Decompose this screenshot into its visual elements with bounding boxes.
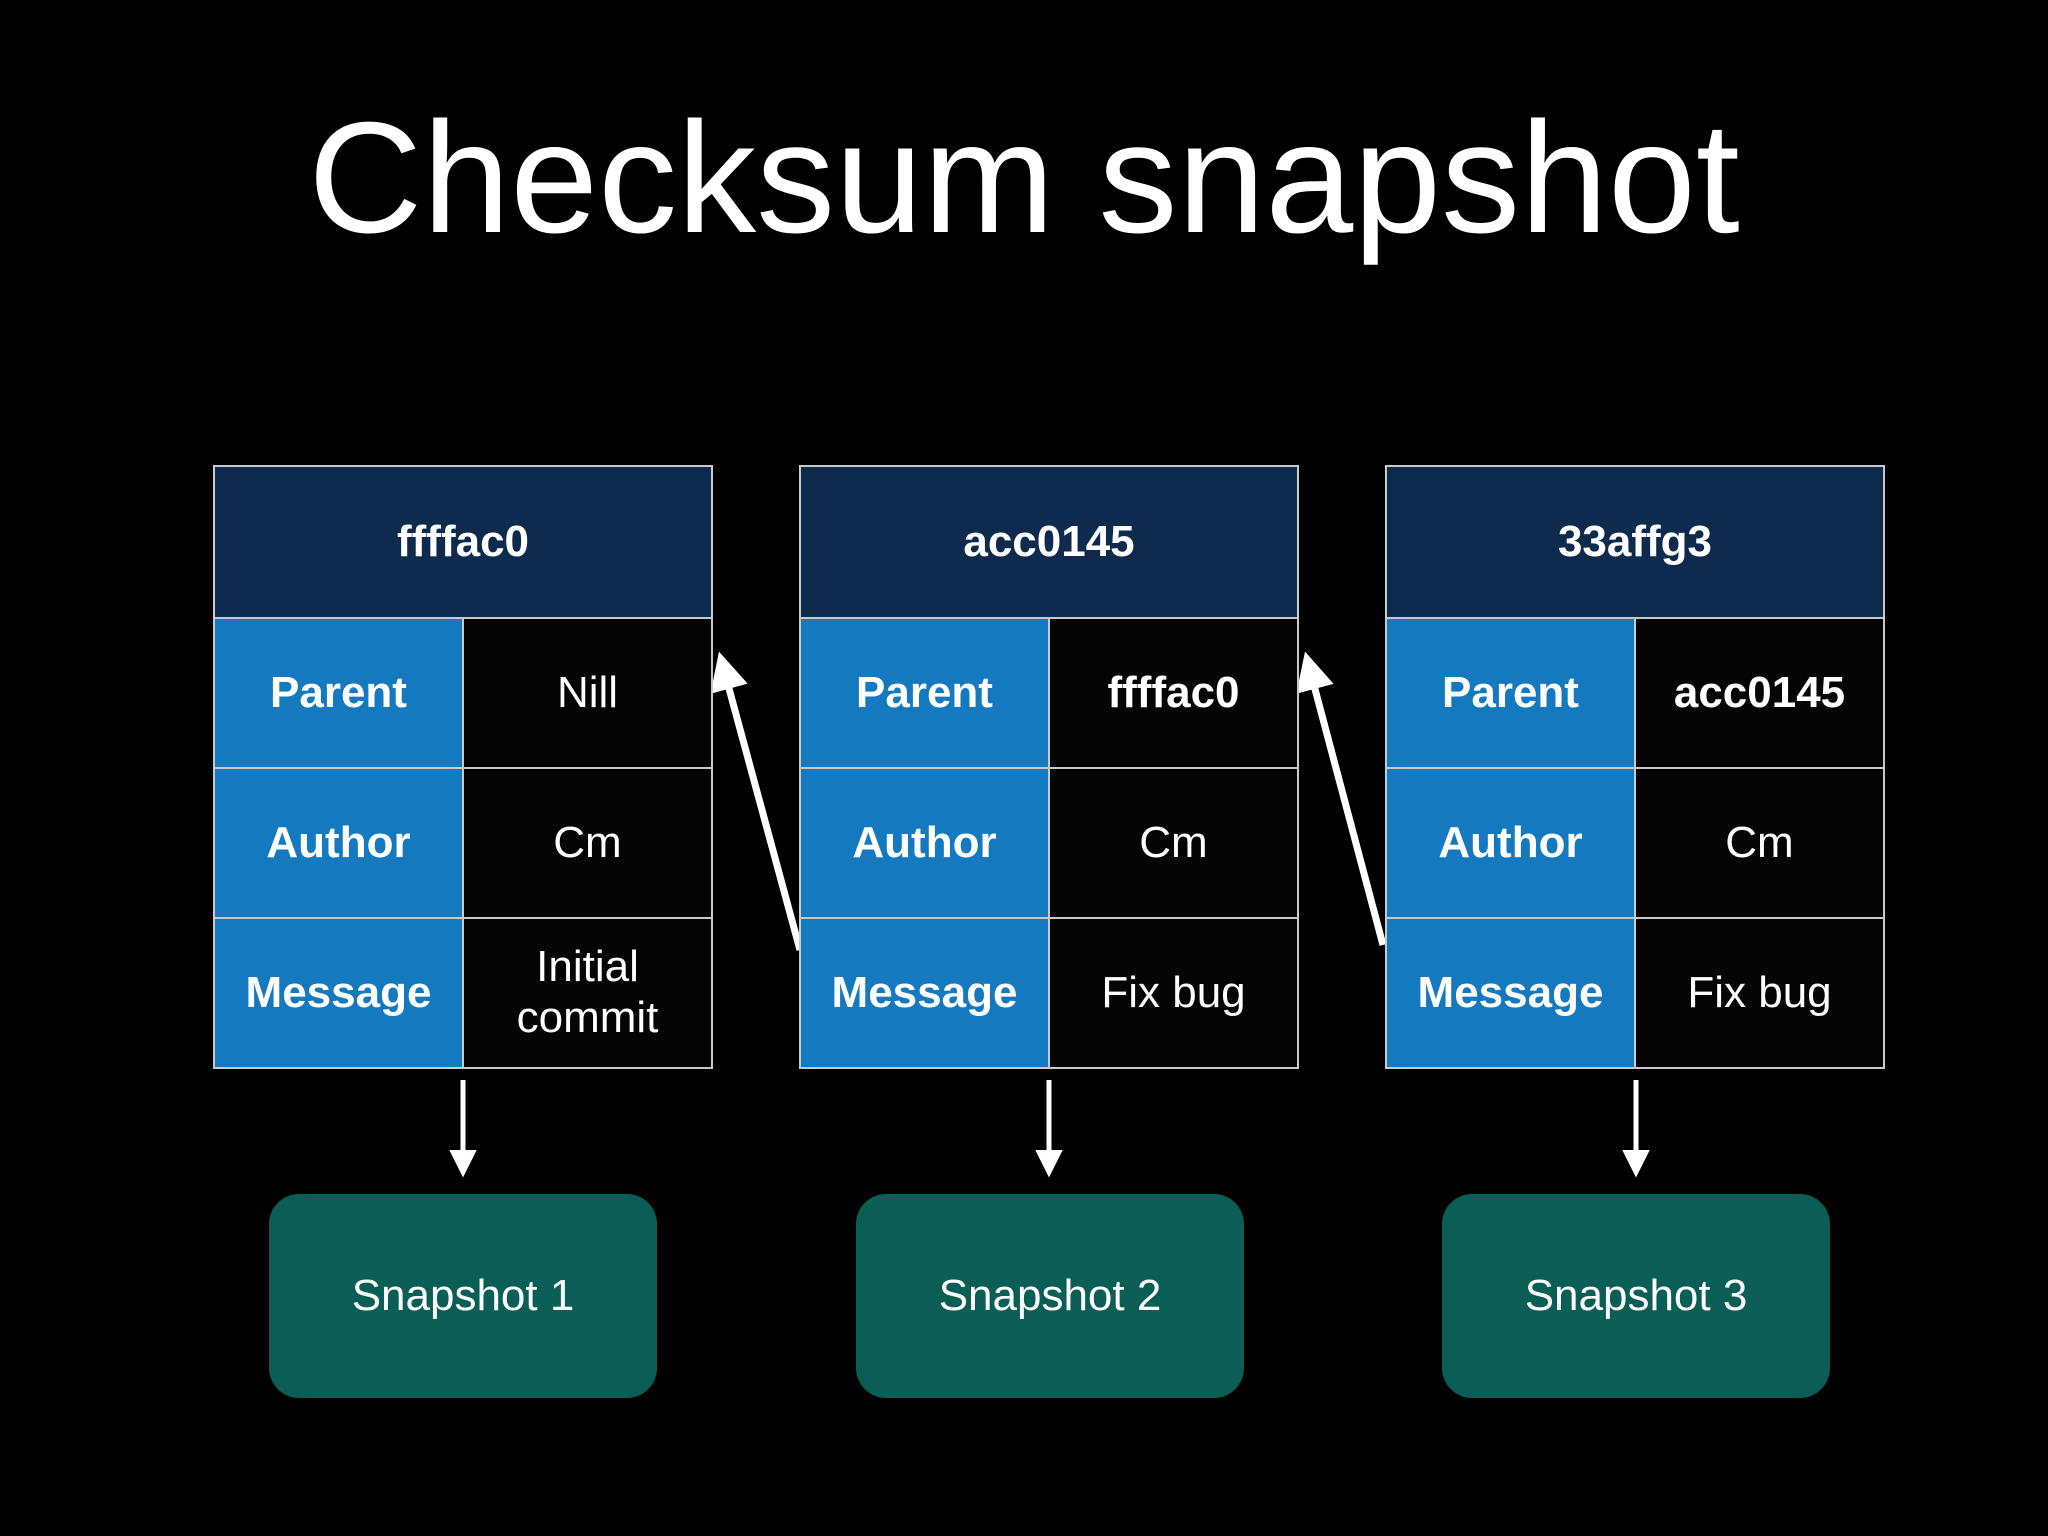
parent-label-cell: Parent bbox=[1387, 619, 1634, 767]
page-title: Checksum snapshot bbox=[308, 90, 1740, 266]
author-value-cell: Cm bbox=[464, 769, 711, 917]
author-label-cell: Author bbox=[215, 769, 462, 917]
message-label-cell: Message bbox=[801, 919, 1048, 1067]
commit-table-2: acc0145 Parent ffffac0 Author Cm Message… bbox=[799, 465, 1299, 1069]
parent-value-cell: acc0145 bbox=[1636, 619, 1883, 767]
message-value-cell: Initial commit bbox=[464, 919, 711, 1067]
parent-label-cell: Parent bbox=[801, 619, 1048, 767]
commit-table-1: ffffac0 Parent Nill Author Cm Message In… bbox=[213, 465, 713, 1069]
arrow-parent-link-commit2-to-commit1 bbox=[710, 651, 804, 951]
commit-hash: acc0145 bbox=[801, 467, 1297, 617]
parent-label-cell: Parent bbox=[215, 619, 462, 767]
commit-table-3: 33affg3 Parent acc0145 Author Cm Message… bbox=[1385, 465, 1885, 1069]
message-value-cell: Fix bug bbox=[1636, 919, 1883, 1067]
snapshot-box-1: Snapshot 1 bbox=[269, 1194, 657, 1398]
message-value-cell: Fix bug bbox=[1050, 919, 1297, 1067]
author-value-cell: Cm bbox=[1050, 769, 1297, 917]
author-label-cell: Author bbox=[801, 769, 1048, 917]
message-label-cell: Message bbox=[1387, 919, 1634, 1067]
parent-value-cell: Nill bbox=[464, 619, 711, 767]
author-value-cell: Cm bbox=[1636, 769, 1883, 917]
arrow-parent-link-commit3-to-commit2 bbox=[1296, 651, 1387, 946]
message-label-cell: Message bbox=[215, 919, 462, 1067]
snapshot-box-2: Snapshot 2 bbox=[856, 1194, 1244, 1398]
commit-hash: ffffac0 bbox=[215, 467, 711, 617]
commit-hash: 33affg3 bbox=[1387, 467, 1883, 617]
snapshot-box-3: Snapshot 3 bbox=[1442, 1194, 1830, 1398]
parent-value-cell: ffffac0 bbox=[1050, 619, 1297, 767]
author-label-cell: Author bbox=[1387, 769, 1634, 917]
